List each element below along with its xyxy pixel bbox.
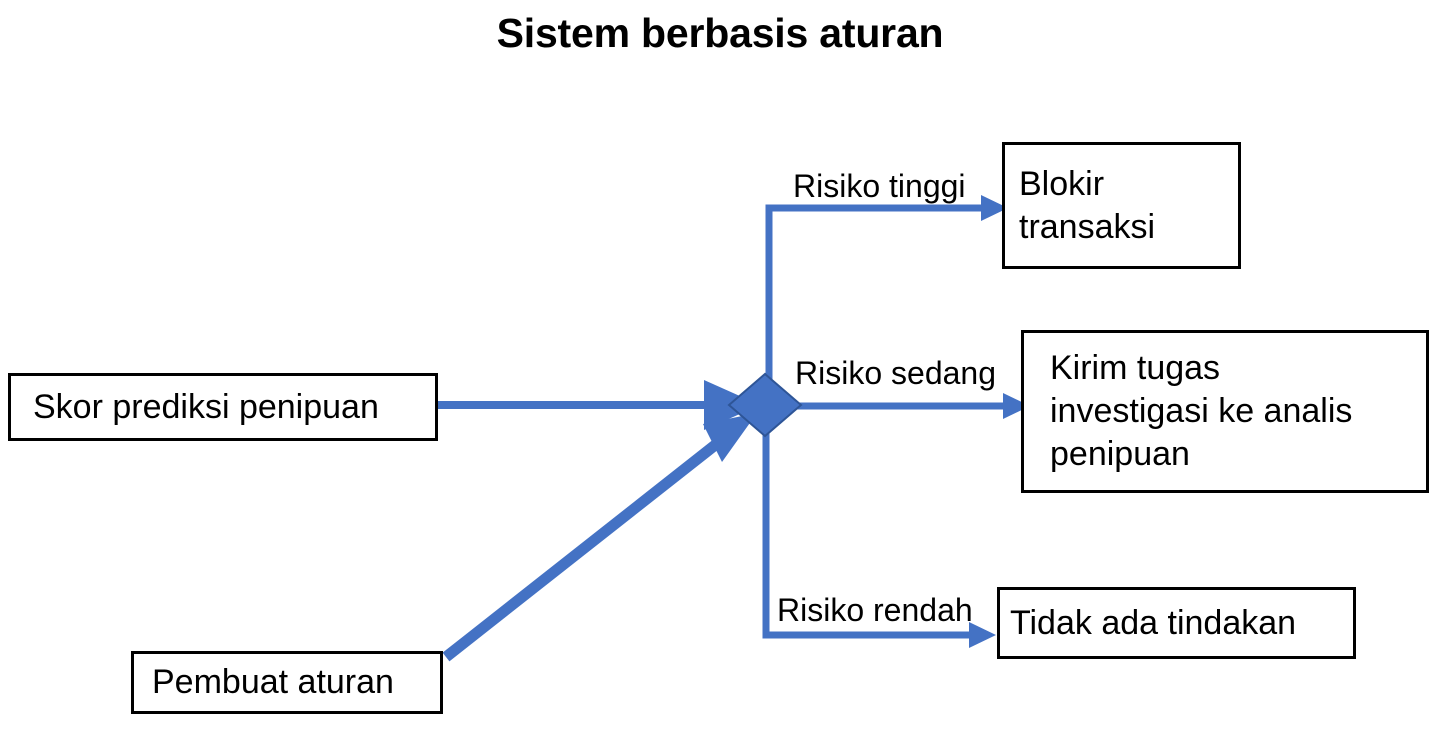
node-pembuat-aturan[interactable]: Pembuat aturan [131, 651, 443, 714]
edge-decision-to-blokir [765, 195, 1008, 404]
node-kirim-tugas-investigasi[interactable]: Kirim tugas investigasi ke analis penipu… [1021, 330, 1429, 493]
node-label-line: Pembuat aturan [152, 663, 394, 702]
edge-label-risiko-sedang: Risiko sedang [795, 355, 996, 391]
node-label-line: Kirim tugas [1050, 349, 1221, 388]
edge-label-risiko-tinggi: Risiko tinggi [793, 168, 966, 204]
page-title: Sistem berbasis aturan [496, 10, 944, 56]
edge-decision-to-tidak [762, 408, 996, 648]
node-tidak-ada-tindakan[interactable]: Tidak ada tindakan [997, 587, 1356, 659]
node-blokir-transaksi[interactable]: Blokir transaksi [1002, 142, 1241, 269]
node-label-line: Blokir [1019, 164, 1105, 203]
node-skor-prediksi-penipuan[interactable]: Skor prediksi penipuan [8, 373, 438, 441]
node-label-line: penipuan [1050, 434, 1190, 473]
edge-decision-to-kirim [780, 393, 1030, 419]
node-label-line: Skor prediksi penipuan [33, 387, 379, 426]
edge-label-risiko-rendah: Risiko rendah [777, 592, 973, 628]
edge-pembuat-to-decision [442, 413, 757, 662]
node-label-line: transaksi [1019, 207, 1156, 246]
node-label-line: investigasi ke analis [1050, 392, 1353, 431]
node-label-line: Tidak ada tindakan [1010, 603, 1297, 642]
decision-diamond-node[interactable] [727, 372, 803, 438]
